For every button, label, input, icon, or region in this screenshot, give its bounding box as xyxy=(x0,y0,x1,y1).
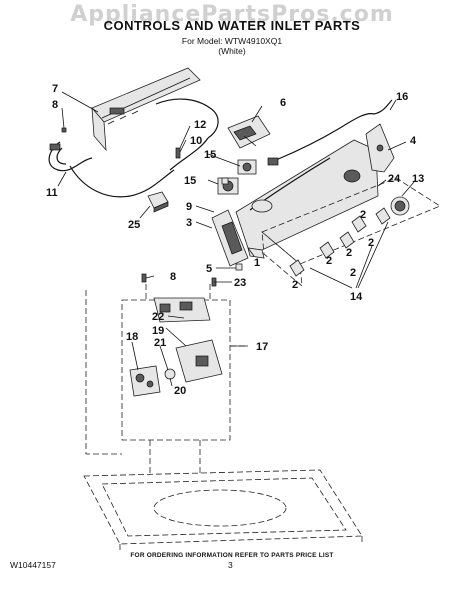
timer-knob xyxy=(390,196,410,216)
color-line: (White) xyxy=(218,46,246,56)
water-inlet-valve xyxy=(129,297,223,397)
callout-label: 12 xyxy=(194,119,206,131)
callout-label: 7 xyxy=(52,83,58,95)
callout-label: 15 xyxy=(184,175,196,187)
callout-label: 16 xyxy=(396,91,408,103)
callout-label: 14 xyxy=(350,291,363,303)
callout-label: 3 xyxy=(186,217,192,229)
callout-label: 5 xyxy=(206,263,212,275)
callout-label: 2 xyxy=(326,255,332,267)
model-line: For Model: WTW4910XQ1 xyxy=(181,36,283,46)
callout-label: 25 xyxy=(128,219,140,231)
callout-label: 2 xyxy=(292,279,298,291)
callout-label: 24 xyxy=(388,173,401,185)
callout-label: 9 xyxy=(186,201,192,213)
callout-label: 21 xyxy=(154,337,166,349)
callout-label: 8 xyxy=(170,271,176,283)
callout-label: 20 xyxy=(174,385,186,397)
callout-label: 2 xyxy=(360,209,366,221)
wire-connector xyxy=(147,191,169,213)
selector-knobs xyxy=(289,207,391,277)
page-title: CONTROLS AND WATER INLET PARTS xyxy=(103,18,361,33)
callout-label: 13 xyxy=(412,173,424,185)
knob-alignment-lines xyxy=(261,177,441,287)
ordering-note: FOR ORDERING INFORMATION REFER TO PARTS … xyxy=(130,552,334,559)
console-back-panel xyxy=(91,67,201,152)
callout-label: 17 xyxy=(256,341,268,353)
document-id: W10447157 xyxy=(10,560,56,570)
site-watermark: AppliancePartsPros.com xyxy=(70,2,394,27)
callout-label: 10 xyxy=(190,135,202,147)
console-wire-harness xyxy=(267,99,393,166)
control-board xyxy=(227,115,271,149)
cabinet-top-outline xyxy=(83,469,363,552)
callout-label: 19 xyxy=(152,325,164,337)
callout-label: 23 xyxy=(234,277,246,289)
callout-label: 2 xyxy=(346,247,352,259)
page-number: 3 xyxy=(228,560,233,570)
callout-label: 2 xyxy=(368,237,374,249)
callout-label: 15 xyxy=(204,149,216,161)
callout-label: 11 xyxy=(46,187,58,199)
callout-label: 6 xyxy=(280,97,286,109)
callout-label: 2 xyxy=(350,267,356,279)
console-end-cap xyxy=(365,123,395,173)
control-console xyxy=(235,139,379,259)
callout-label: 22 xyxy=(152,311,164,323)
dispenser-housing xyxy=(211,209,249,267)
callout-label: 4 xyxy=(410,135,417,147)
callout-leaders xyxy=(57,91,415,387)
wire-harness-power-cord xyxy=(48,98,219,198)
callout-label: 8 xyxy=(52,99,58,111)
callout-label: 18 xyxy=(126,331,138,343)
callout-labels: 7 8 6 16 4 12 10 11 15 15 13 24 9 3 25 2… xyxy=(46,83,424,397)
callout-label: 1 xyxy=(254,257,260,269)
model-info: For Model: WTW4910XQ1 (White) xyxy=(0,36,464,56)
